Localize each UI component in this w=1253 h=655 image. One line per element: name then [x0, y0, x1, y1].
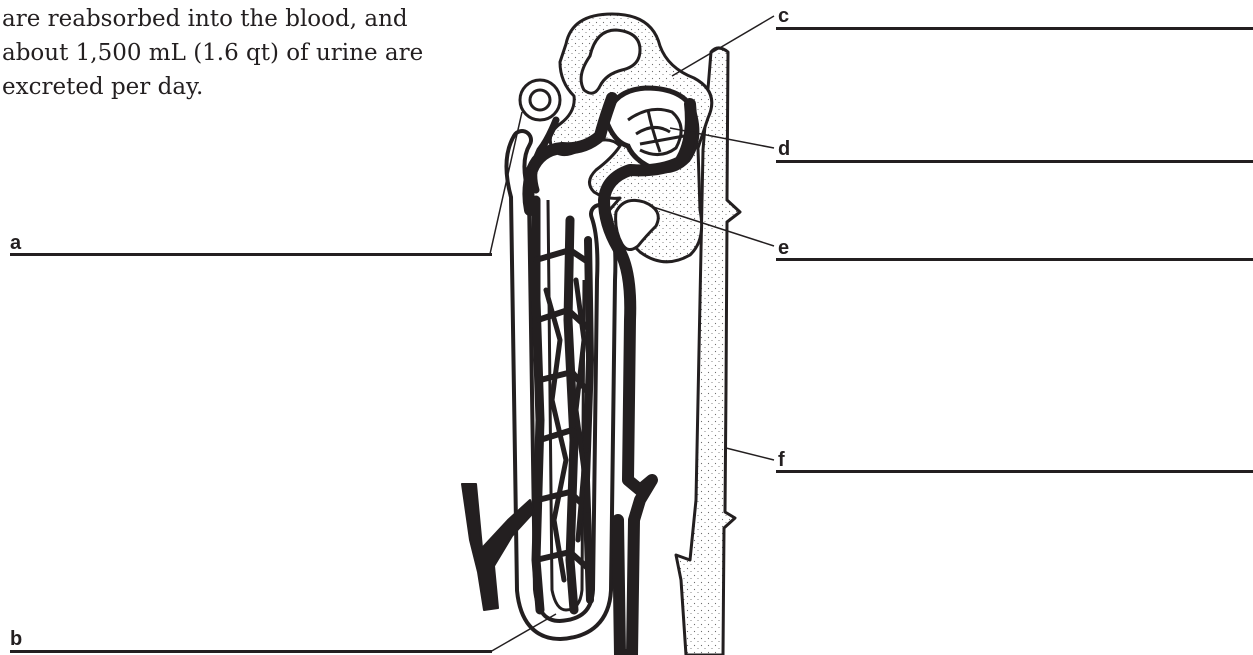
renal-corpuscle-inner [530, 90, 550, 110]
label-f: f [778, 450, 785, 470]
answer-line-a[interactable] [10, 253, 492, 256]
label-a: a [10, 233, 21, 253]
label-b: b [10, 629, 22, 649]
label-e: e [778, 238, 789, 258]
answer-line-f[interactable] [776, 470, 1253, 473]
answer-line-d[interactable] [776, 160, 1253, 163]
answer-line-b[interactable] [10, 650, 492, 653]
label-c: c [778, 6, 789, 26]
answer-line-e[interactable] [776, 258, 1253, 261]
answer-line-c[interactable] [776, 27, 1253, 30]
leader-line-f [726, 448, 774, 460]
label-d: d [778, 139, 790, 159]
